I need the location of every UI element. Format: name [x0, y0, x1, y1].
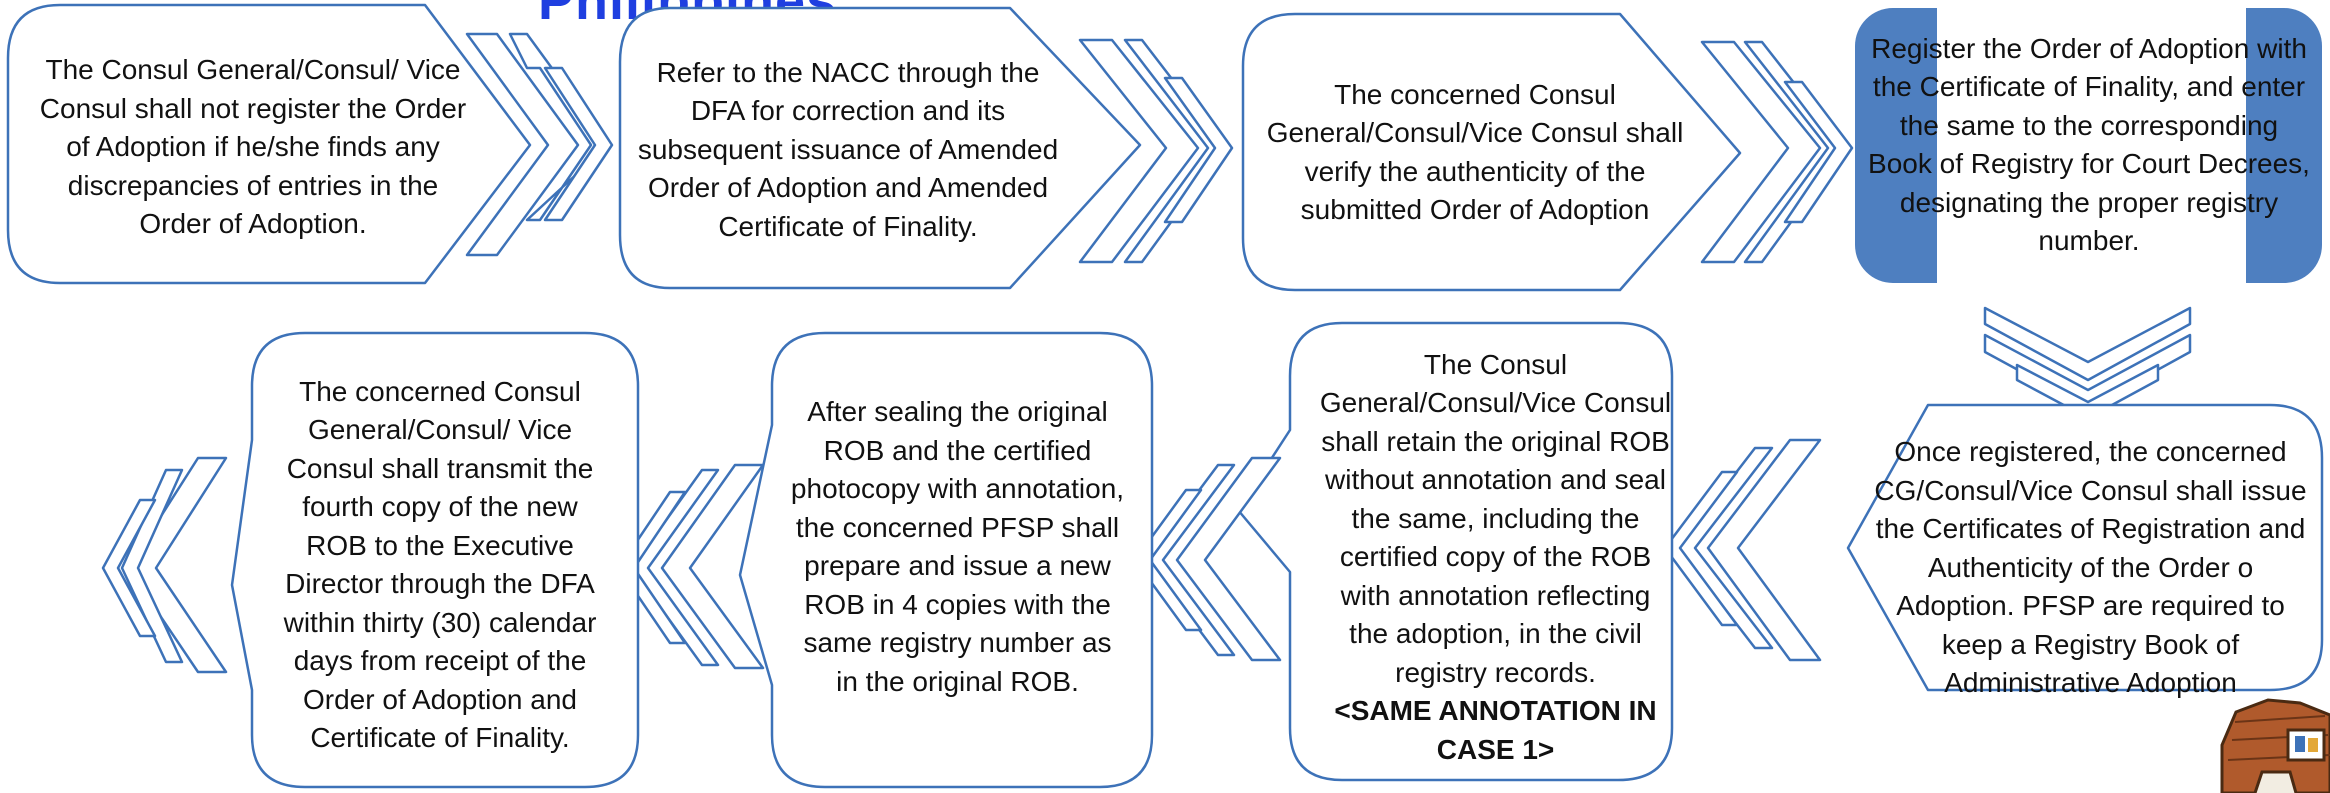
- step-box-6: [1236, 321, 1674, 782]
- chevron-left-icon: [660, 463, 765, 670]
- step-box-2: [618, 6, 1142, 290]
- chevron-icon: [1783, 80, 1854, 224]
- step-box-1: [6, 3, 532, 285]
- chevron-icon: [1163, 76, 1234, 224]
- chevron-left-icon: [126, 456, 228, 674]
- chevron-left-icon: [120, 468, 184, 664]
- step-text-6-body: The Consul General/Consul/Vice Consul sh…: [1319, 348, 1672, 688]
- step-text-1: The Consul General/Consul/ Vice Consul s…: [39, 54, 467, 240]
- chevron-icon: [1700, 40, 1822, 264]
- step-text-8: The concerned Consul General/Consul/ Vic…: [283, 375, 597, 754]
- step-text-6: The Consul General/Consul/Vice Consul sh…: [1318, 340, 1673, 775]
- chevron-left-icon: [1175, 456, 1282, 662]
- hut-icon: [2220, 698, 2330, 793]
- chevron-down-icon: [1983, 306, 2192, 382]
- chevron-left-icon: [1706, 438, 1822, 662]
- step-box-3: [1241, 12, 1742, 292]
- step-box-4: [1855, 8, 2322, 283]
- step-text-2: Refer to the NACC through the DFA for co…: [637, 56, 1059, 242]
- step-text-6-bold: <SAME ANNOTATION IN CASE 1>: [1334, 695, 1657, 765]
- step-box-5: [1846, 403, 2324, 692]
- step-text-5: Once registered, the concerned CG/Consul…: [1874, 436, 2307, 699]
- chevron-icon: [1078, 38, 1200, 264]
- step-box-8: [230, 331, 640, 789]
- step-box-7: [738, 331, 1154, 789]
- step-text-7: After sealing the original ROB and the c…: [790, 396, 1125, 697]
- step-text-3: The concerned Consul General/Consul/Vice…: [1266, 78, 1684, 226]
- step-text-4: Register the Order of Adoption with the …: [1868, 32, 2310, 257]
- chevron-icon: [465, 32, 580, 257]
- chevron-left-icon: [101, 498, 157, 638]
- chevron-icon: [543, 66, 614, 222]
